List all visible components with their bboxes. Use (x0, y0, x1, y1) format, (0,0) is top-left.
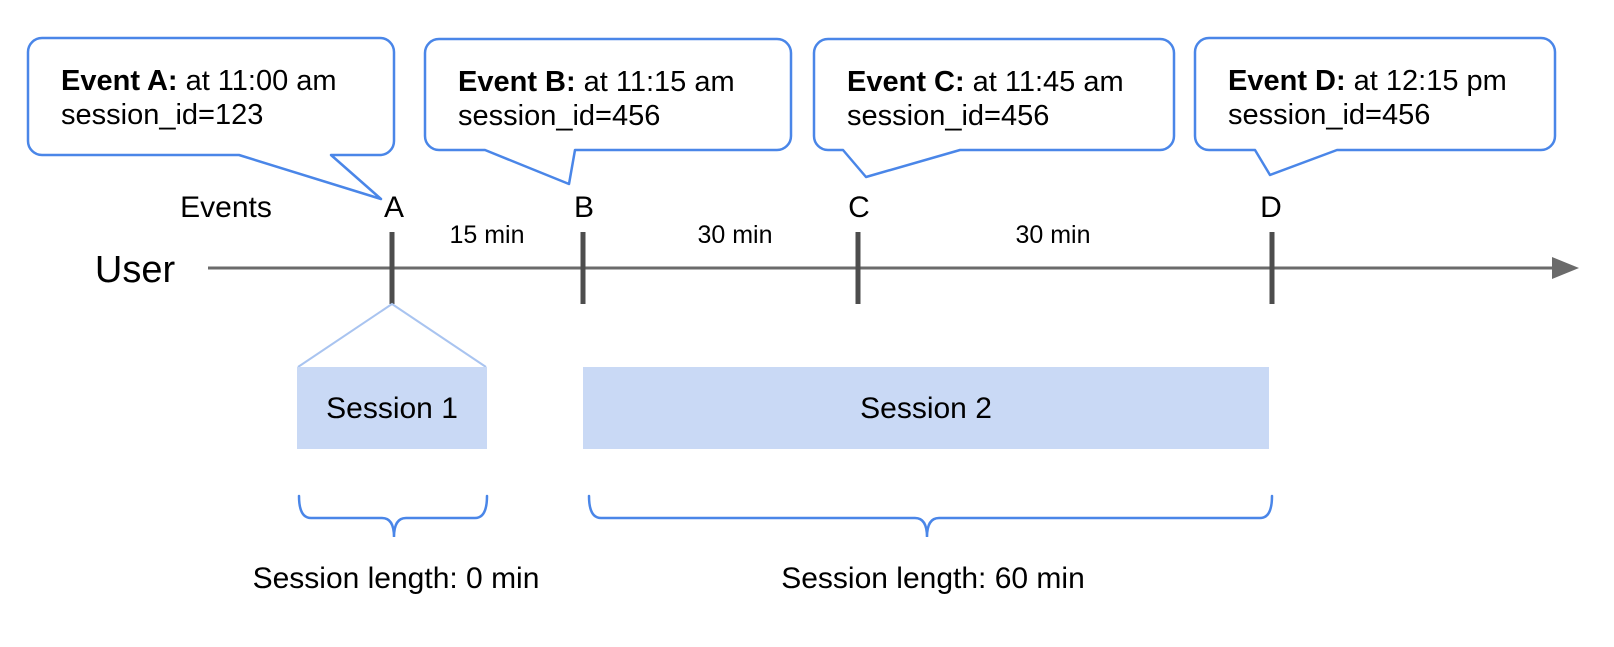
event-callout-b: Event B:at 11:15 am session_id=456 (423, 37, 793, 186)
interval-label-cd: 30 min (1015, 221, 1090, 249)
callout-time: at 11:00 am (186, 65, 337, 97)
callout-title: Event C: (847, 66, 965, 98)
callout-bubble-shape (26, 36, 396, 201)
callout-time: at 11:15 am (584, 66, 735, 98)
session-1-brace (297, 494, 489, 538)
session-2-brace (587, 494, 1274, 538)
session-1-label: Session 1 (326, 392, 458, 425)
session-2-bar (583, 367, 1269, 449)
event-letter-b: B (574, 191, 594, 224)
user-label: User (95, 249, 176, 291)
callout-session-id: session_id=456 (458, 100, 660, 132)
callout-line1: Event D:at 12:15 pm (1228, 65, 1507, 97)
callout-title: Event A: (61, 65, 178, 97)
callout-session-id: session_id=123 (61, 99, 263, 131)
events-label: Events (180, 191, 272, 224)
callout-title: Event B: (458, 66, 576, 98)
event-letter-a: A (384, 191, 404, 224)
timeline-arrowhead-icon (1552, 257, 1579, 279)
callout-line1: Event C:at 11:45 am (847, 66, 1124, 98)
callout-session-id: session_id=456 (1228, 99, 1430, 131)
event-letter-c: C (848, 191, 870, 224)
session-1-connector (297, 302, 487, 368)
callout-bubble-shape (1193, 36, 1557, 177)
session-2-label: Session 2 (860, 392, 992, 425)
callout-line1: Event B:at 11:15 am (458, 66, 735, 98)
interval-label-ab: 15 min (449, 221, 524, 249)
event-callout-c: Event C:at 11:45 am session_id=456 (812, 37, 1176, 179)
session-1-length-label: Session length: 0 min (253, 562, 540, 595)
interval-label-bc: 30 min (697, 221, 772, 249)
callout-line1: Event A:at 11:00 am (61, 65, 337, 97)
callout-time: at 12:15 pm (1354, 65, 1507, 97)
callout-title: Event D: (1228, 65, 1346, 97)
callout-time: at 11:45 am (973, 66, 1124, 98)
session-2-length-label: Session length: 60 min (781, 562, 1085, 595)
event-callout-d: Event D:at 12:15 pm session_id=456 (1193, 36, 1557, 177)
event-letter-d: D (1260, 191, 1282, 224)
callout-bubble-shape (812, 37, 1176, 179)
session-1-bar (297, 367, 487, 449)
callout-session-id: session_id=456 (847, 100, 1049, 132)
callout-bubble-shape (423, 37, 793, 186)
event-callout-a: Event A:at 11:00 am session_id=123 (26, 36, 396, 201)
